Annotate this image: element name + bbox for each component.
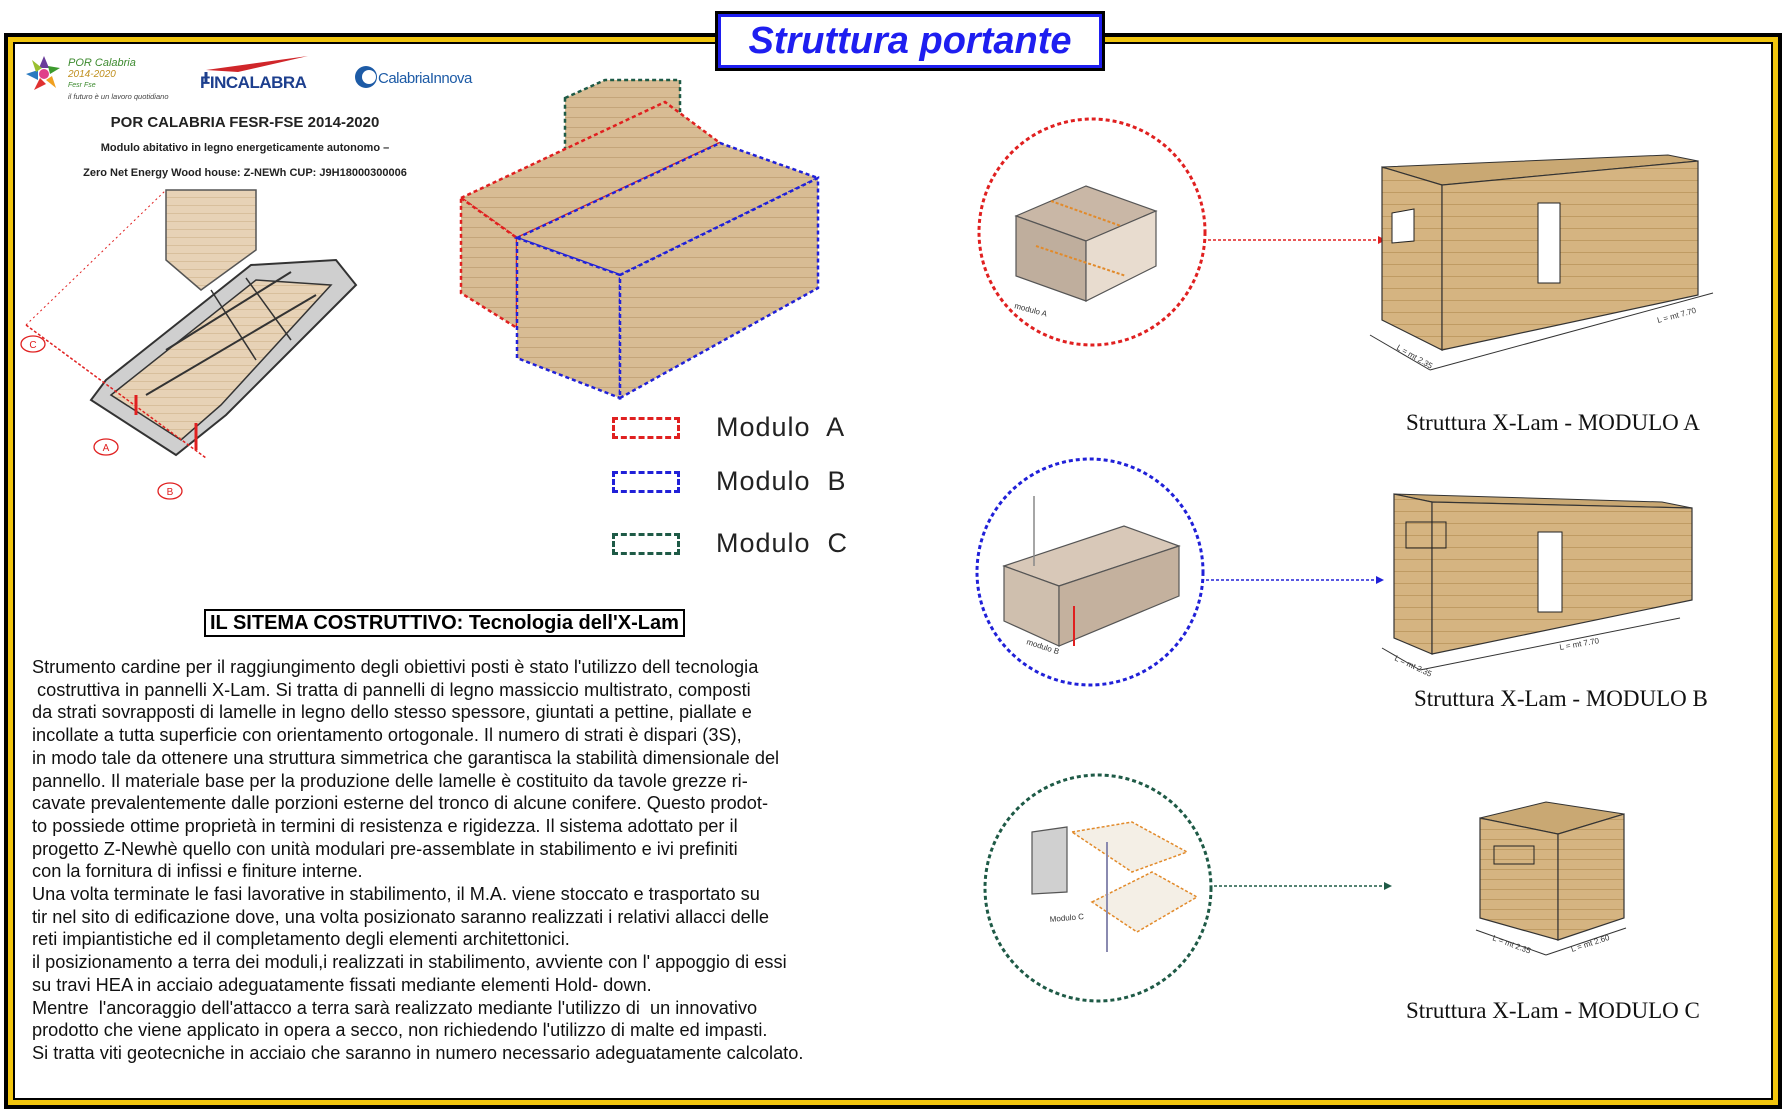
assembled-modules-illustration <box>458 78 822 401</box>
plan-label-b: B <box>167 487 174 498</box>
module-b-detail-circle: modulo B <box>975 457 1205 687</box>
module-b-xlam-render: L = mt 2.35 L = mt 7.70 <box>1381 493 1693 679</box>
fincalabra-logo <box>204 56 308 82</box>
body-text-line: in modo tale da ottenere una struttura s… <box>32 747 780 768</box>
section-heading: IL SITEMA COSTRUTTIVO: Tecnologia dell'X… <box>204 609 685 637</box>
body-text-line: su travi HEA in acciaio adeguatamente fi… <box>32 974 652 995</box>
module-b-caption: Struttura X-Lam - MODULO B <box>1414 686 1708 711</box>
module-a-connector-arrow <box>1208 236 1386 244</box>
por-calabria-line3: Fesr Fse <box>68 82 96 89</box>
module-b-dim-short: L = mt 2.35 <box>1393 654 1434 679</box>
por-calabria-logo-text: POR Calabria 2014-2020 Fesr Fse il futur… <box>68 58 169 102</box>
calabria-innova-logo <box>355 66 377 88</box>
legend-item-modulo-a: Modulo A <box>612 412 845 443</box>
body-text-line: cavate prevalentemente dalle porzioni es… <box>32 793 769 814</box>
legend-item-modulo-c: Modulo C <box>612 528 848 559</box>
plan-label-a: A <box>103 443 110 454</box>
body-text: Strumento cardine per il raggiungimento … <box>32 656 952 1065</box>
legend-swatch-b <box>612 470 680 493</box>
project-subtitle-line2: Zero Net Energy Wood house: Z-NEWh CUP: … <box>83 167 407 179</box>
module-c-xlam-render: L = mt 2.35 L = mt 2.60 <box>1475 801 1627 956</box>
module-b-dim-long: L = mt 7.70 <box>1559 636 1600 652</box>
module-c-circle-label: Modulo C <box>1049 912 1084 924</box>
module-b-connector-arrow <box>1206 576 1384 584</box>
calabria-innova-logo-text: CalabriaInnova <box>378 70 472 87</box>
plan-label-c: C <box>29 340 36 351</box>
fincalabra-logo-text: FINCALABRA <box>200 73 307 92</box>
legend-label-c: Modulo C <box>716 528 849 558</box>
legend-label-b: Modulo B <box>716 466 847 496</box>
module-a-dim-long: L = mt 7.70 <box>1656 306 1697 325</box>
body-text-line: pannello. Il materiale base per la produ… <box>32 770 748 791</box>
legend-item-modulo-b: Modulo B <box>612 466 847 497</box>
body-text-line: costruttiva in pannelli X-Lam. Si tratta… <box>32 679 751 700</box>
legend-swatch-c <box>612 532 680 555</box>
body-text-line: Una volta terminate le fasi lavorative i… <box>32 884 760 905</box>
legend-label-a: Modulo A <box>716 412 846 442</box>
module-c-detail-circle: Modulo C <box>983 773 1213 1003</box>
body-text-line: incollate a tutta superficie con orienta… <box>32 725 742 746</box>
body-text-line: tir nel sito di edificazione dove, una v… <box>32 906 769 927</box>
body-text-line: progetto Z-Newhè quello con unità modula… <box>32 838 738 859</box>
legend-swatch-a <box>612 416 680 439</box>
body-text-line: prodotto che viene applicato in opera a … <box>32 1020 768 1041</box>
page-title-box: Struttura portante <box>718 14 1102 68</box>
por-calabria-line1: POR Calabria <box>68 57 136 69</box>
body-text-line: da strati sovrapposti di lamelle in legn… <box>32 702 752 723</box>
body-text-line: reti impiantistiche ed il completamento … <box>32 929 570 950</box>
por-calabria-logo <box>26 56 60 90</box>
module-a-detail-circle: modulo A <box>977 117 1207 347</box>
module-a-caption: Struttura X-Lam - MODULO A <box>1406 410 1700 435</box>
body-text-line: to possiede ottime proprietà in termini … <box>32 815 738 836</box>
por-calabria-tagline: il futuro è un lavoro quotidiano <box>68 92 169 101</box>
project-subtitle-line1: Modulo abitativo in legno energeticament… <box>100 142 390 154</box>
por-calabria-line2: 2014-2020 <box>68 69 116 80</box>
body-text-line: con la fornitura di infissi e finiture i… <box>32 861 363 882</box>
module-a-xlam-render: L = mt 2.35 L = mt 7.70 <box>1369 154 1714 371</box>
module-c-dim-long: L = mt 2.60 <box>1570 933 1611 954</box>
module-c-connector-arrow <box>1214 882 1392 890</box>
page-title: Struttura portante <box>748 19 1072 62</box>
body-text-line: il posizionamento a terra dei moduli,i r… <box>32 952 787 973</box>
module-a-dim-short: L = mt 2.35 <box>1395 343 1435 371</box>
project-title: POR CALABRIA FESR-FSE 2014-2020 <box>110 114 380 131</box>
plan-axonometric-illustration: C A B <box>20 189 358 500</box>
body-text-line: Si tratta viti geotecniche in acciaio ch… <box>32 1042 804 1063</box>
body-text-line: Mentre l'ancoraggio dell'attacco a terra… <box>32 997 758 1018</box>
module-c-dim-short: L = mt 2.35 <box>1491 933 1532 955</box>
module-c-caption: Struttura X-Lam - MODULO C <box>1406 998 1700 1023</box>
body-text-line: Strumento cardine per il raggiungimento … <box>32 657 759 677</box>
